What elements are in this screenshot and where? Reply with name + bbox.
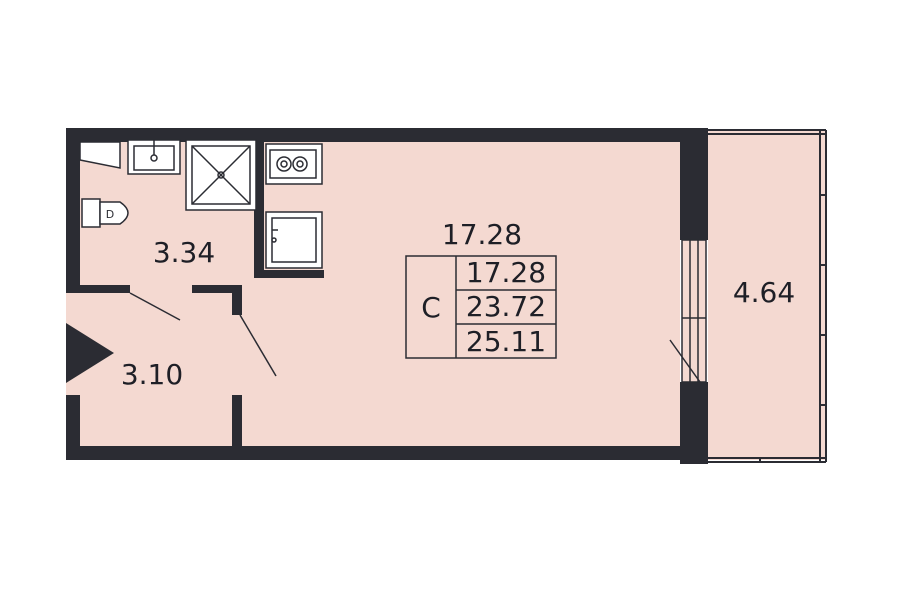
kitchen-sink-icon	[265, 211, 323, 269]
entrance-arrow-icon	[66, 323, 114, 383]
total-with-balcony-value: 25.11	[466, 325, 546, 358]
stove-icon	[265, 143, 323, 185]
shower-icon	[185, 139, 257, 211]
balcony-frame	[708, 129, 827, 463]
area-summary-table	[405, 255, 557, 359]
apartment-type-label: С	[421, 291, 441, 324]
sink-icon	[127, 139, 181, 175]
apartment-floor	[66, 130, 680, 460]
balcony-door[interactable]	[669, 239, 707, 383]
main-room-area: 17.28	[442, 218, 522, 251]
hallway-area: 3.10	[121, 358, 183, 391]
room-door[interactable]	[239, 314, 277, 377]
total-area-value: 23.72	[466, 290, 546, 323]
outer-walls	[66, 128, 708, 464]
bathroom-door[interactable]	[129, 292, 181, 321]
bathroom-area: 3.34	[153, 236, 215, 269]
washer-icon	[79, 141, 121, 169]
interior-walls	[66, 138, 324, 455]
svg-text:D: D	[106, 208, 114, 221]
balcony-area: 4.64	[733, 276, 795, 309]
toilet-icon: D	[81, 198, 129, 228]
living-area-value: 17.28	[466, 256, 546, 289]
balcony-floor	[708, 130, 826, 460]
